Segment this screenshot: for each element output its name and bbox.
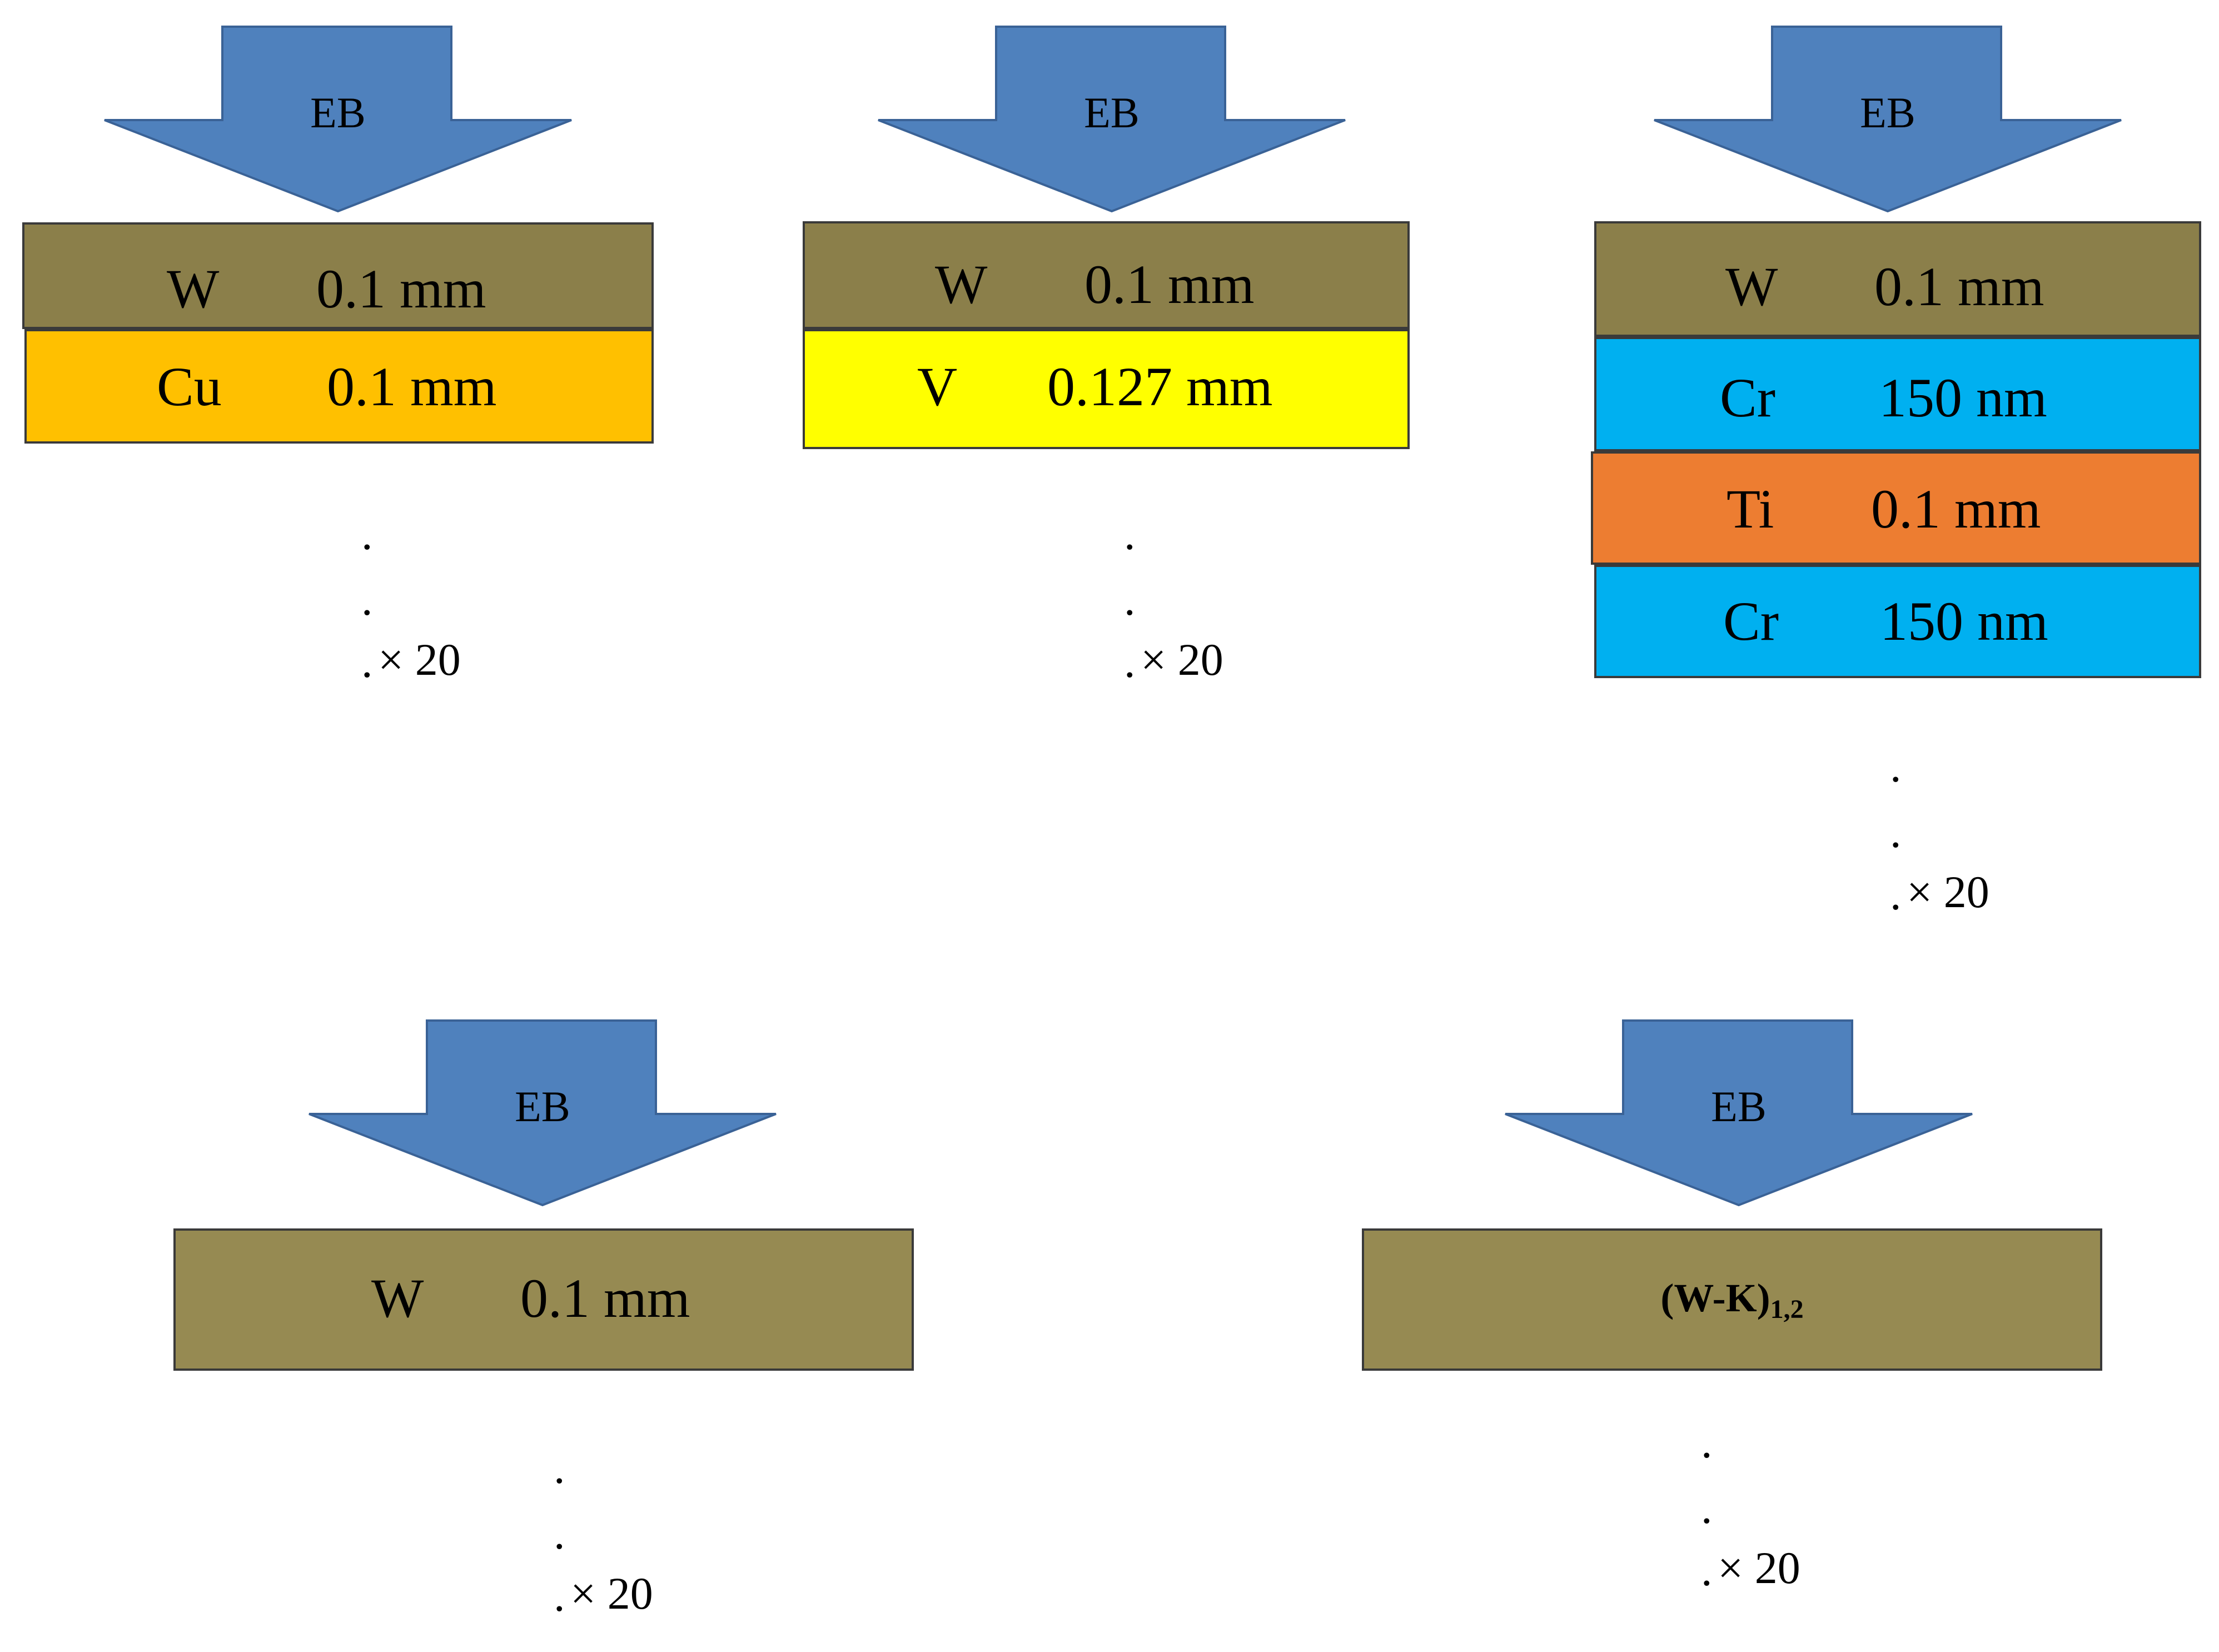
layer-element: Ti xyxy=(1727,478,1774,540)
dot: . xyxy=(554,1508,565,1559)
layer-element: Cr xyxy=(1723,590,1779,652)
layer-element: V xyxy=(917,356,958,417)
down-arrow-icon xyxy=(1505,1019,1973,1207)
electron-beam-arrow: EB xyxy=(309,1019,777,1210)
repeat-count: × 20 xyxy=(378,634,461,685)
dot: . xyxy=(1701,1545,1713,1595)
layer-thickness: 0.1 mm xyxy=(1084,253,1255,315)
arrow-label: EB xyxy=(515,1082,570,1131)
dot: . xyxy=(1890,741,1902,792)
layer-w: W 0.1 mm xyxy=(803,221,1410,329)
repeat-indicator: . . . × 20 xyxy=(554,1445,720,1629)
repeat-indicator: . . . × 20 xyxy=(1701,1420,1868,1603)
dot: . xyxy=(361,509,373,559)
electron-beam-arrow: EB xyxy=(878,26,1346,216)
repeat-count: × 20 xyxy=(1718,1542,1800,1593)
layer-w-k: (W-K)1,2 xyxy=(1362,1228,2102,1371)
layer-thickness: 0.1 mm xyxy=(1871,478,2041,540)
repeat-indicator: . . . × 20 xyxy=(1890,744,2057,927)
electron-beam-arrow: EB xyxy=(104,26,572,216)
layer-thickness: 0.127 mm xyxy=(1047,356,1273,417)
layer-element: W xyxy=(167,258,220,320)
layer-thickness: 0.1 mm xyxy=(1874,256,2044,317)
dot: . xyxy=(1124,574,1136,625)
layer-cu: Cu 0.1 mm xyxy=(24,329,654,444)
layer-element: W xyxy=(371,1267,424,1329)
layer-element: W xyxy=(1725,256,1778,317)
dot: . xyxy=(1701,1482,1713,1533)
electron-beam-arrow: EB xyxy=(1654,26,2122,216)
dot: . xyxy=(1701,1417,1713,1467)
repeat-count: × 20 xyxy=(570,1568,653,1619)
layer-thickness: 0.1 mm xyxy=(520,1267,690,1329)
layer-w: W 0.1 mm xyxy=(22,222,654,329)
arrow-label: EB xyxy=(1860,88,1915,137)
layer-element: Cr xyxy=(1720,367,1775,429)
dot: . xyxy=(361,574,373,625)
repeat-count: × 20 xyxy=(1907,867,1989,917)
arrow-label: EB xyxy=(310,88,366,137)
arrow-label: EB xyxy=(1711,1082,1767,1131)
repeat-indicator: . . . × 20 xyxy=(1124,511,1291,695)
down-arrow-icon xyxy=(104,26,572,213)
down-arrow-icon xyxy=(309,1019,777,1207)
layer-cr: Cr 150 nm xyxy=(1594,337,2201,451)
repeat-indicator: . . . × 20 xyxy=(361,511,528,695)
layer-w: W 0.1 mm xyxy=(1594,221,2201,337)
electron-beam-arrow: EB xyxy=(1505,1019,1973,1210)
layer-thickness: 0.1 mm xyxy=(327,356,497,417)
dot: . xyxy=(1124,636,1136,687)
layer-element: Cu xyxy=(157,356,222,417)
layer-thickness: 0.1 mm xyxy=(316,258,486,320)
layer-formula: (W-K)1,2 xyxy=(1660,1275,1804,1324)
layer-thickness: 150 nm xyxy=(1879,367,2047,429)
dot: . xyxy=(361,636,373,687)
layer-cr: Cr 150 nm xyxy=(1594,565,2201,678)
dot: . xyxy=(1890,869,1902,919)
dot: . xyxy=(554,1570,565,1621)
dot: . xyxy=(1890,807,1902,857)
arrow-label: EB xyxy=(1084,88,1140,137)
layer-thickness: 150 nm xyxy=(1880,590,2048,652)
layer-w: W 0.1 mm xyxy=(173,1228,914,1371)
layer-v: V 0.127 mm xyxy=(803,329,1410,449)
down-arrow-icon xyxy=(1654,26,2122,213)
layer-element: W xyxy=(935,253,988,315)
repeat-count: × 20 xyxy=(1141,634,1223,685)
dot: . xyxy=(554,1442,565,1493)
down-arrow-icon xyxy=(878,26,1346,213)
dot: . xyxy=(1124,509,1136,559)
layer-ti: Ti 0.1 mm xyxy=(1591,451,2201,565)
